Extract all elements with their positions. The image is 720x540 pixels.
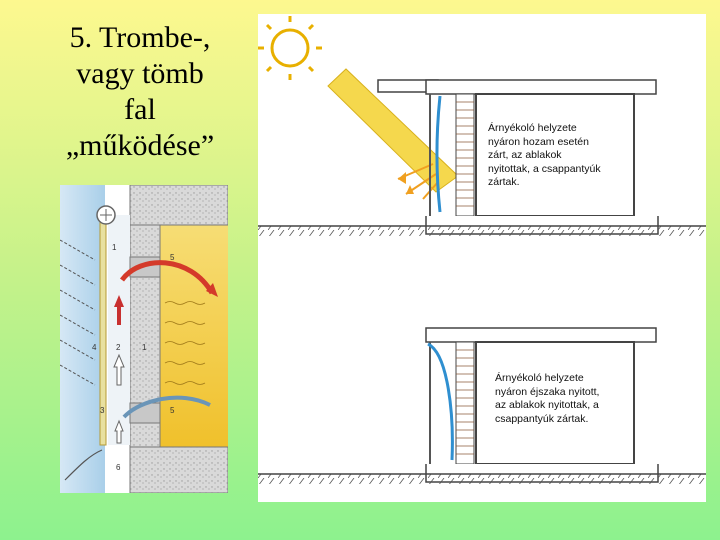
shading-positions-svg <box>258 16 706 484</box>
trombe-wall-section-svg: 1 2 3 4 5 5 6 1 <box>59 184 229 494</box>
rising-air-arrow-red <box>114 295 124 325</box>
heat-waves <box>164 301 206 385</box>
shade-closed-top <box>435 95 442 213</box>
lower-vent <box>129 402 161 424</box>
title-line-2: vagy tömb <box>76 57 204 90</box>
shading-positions-diagram: Árnyékoló helyzete nyáron hozam esetén z… <box>258 14 706 502</box>
ceiling-bottom <box>425 327 657 343</box>
ground-bottom <box>258 474 706 484</box>
caption-top-line-5: zártak. <box>488 176 520 188</box>
rising-air-arrow-white <box>113 353 125 386</box>
title-line-4: „működése” <box>65 129 215 162</box>
label-1: 1 <box>112 243 117 252</box>
caption-bottom-line-4: csappantyúk zártak. <box>495 412 589 425</box>
caption-night: Árnyékoló helyzete nyáron éjszaka nyitot… <box>495 372 599 426</box>
caption-top-line-4: nyitottak, a csappantyúk <box>488 162 601 175</box>
room-interior <box>160 210 228 450</box>
label-5-upper: 5 <box>170 253 175 262</box>
label-4: 4 <box>92 343 97 352</box>
caption-top-line-1: Árnyékoló helyzete <box>488 122 577 134</box>
rising-air-arrow-white-2 <box>114 419 124 444</box>
outside-air-arrow <box>64 449 103 481</box>
sun-icon <box>258 16 322 80</box>
brick-wall-top <box>455 93 475 217</box>
floor-slab <box>129 446 229 494</box>
label-2: 2 <box>116 343 121 352</box>
label-5-lower: 5 <box>170 406 175 415</box>
brick-wall-bottom <box>455 341 475 465</box>
label-6: 6 <box>116 463 121 472</box>
caption-top-line-2: nyáron hozam esetén <box>488 135 589 148</box>
caption-top-line-3: zárt, az ablakok <box>488 149 562 161</box>
sun-ray-lines <box>59 239 96 386</box>
cool-air-arrow <box>122 395 211 419</box>
slide-title: 5. Trombe-, vagy tömb fal „működése” <box>40 20 240 164</box>
room-top <box>475 93 635 217</box>
ceiling-slab <box>129 184 229 226</box>
caption-daytime: Árnyékoló helyzete nyáron hozam esetén z… <box>488 122 601 190</box>
air-gap <box>108 215 130 445</box>
title-line-3: fal <box>124 93 156 126</box>
label-3: 3 <box>100 406 105 415</box>
label-1-wall: 1 <box>142 343 147 352</box>
title-line-1: 5. Trombe-, <box>69 21 211 54</box>
caption-bottom-line-3: az ablakok nyitottak, a <box>495 399 599 411</box>
ceiling-top <box>425 79 657 95</box>
ground-top <box>258 226 706 236</box>
warm-air-arrow <box>119 260 215 295</box>
outside-sky <box>60 185 105 493</box>
caption-bottom-line-1: Árnyékoló helyzete <box>495 372 584 384</box>
caption-bottom-line-2: nyáron éjszaka nyitott, <box>495 385 600 398</box>
trombe-wall-section-diagram: 1 2 3 4 5 5 6 1 <box>59 184 229 494</box>
room-bottom <box>475 341 635 465</box>
shade-open-bottom <box>427 342 454 461</box>
